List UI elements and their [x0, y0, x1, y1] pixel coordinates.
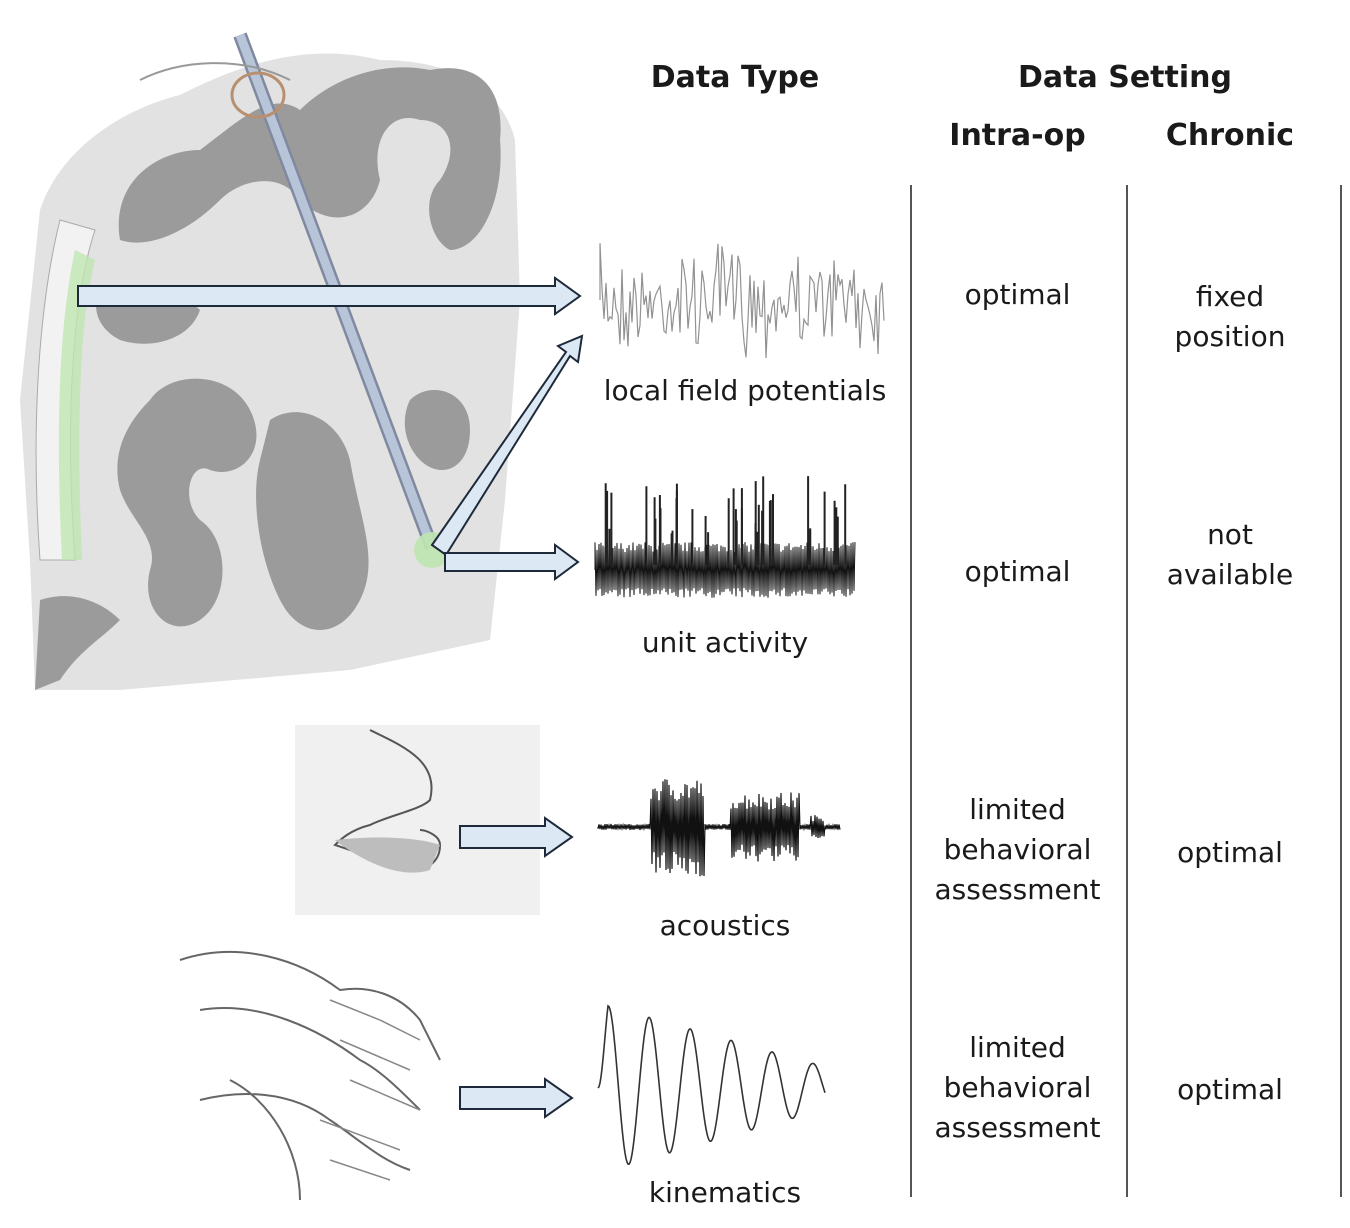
- column-divider: [910, 185, 912, 1197]
- mouth-illustration: [295, 725, 540, 915]
- header-intra-op: Intra-op: [949, 118, 1086, 153]
- lfp-trace: [599, 243, 885, 359]
- cell-chronic-unit: not available: [1166, 518, 1294, 591]
- header-data-type: Data Type: [650, 60, 820, 95]
- cell-chronic-lfp: fixed position: [1174, 280, 1286, 353]
- column-divider: [1126, 185, 1128, 1197]
- hands-illustration: [179, 950, 441, 1201]
- brain-section-illustration: [20, 32, 520, 691]
- header-chronic: Chronic: [1165, 118, 1295, 153]
- cell-intra-op-lfp: optimal: [964, 278, 1071, 311]
- cell-intra-op-kinematics: limited behavioral assessment: [934, 1031, 1101, 1144]
- cell-intra-op-acoustics: limited behavioral assessment: [934, 793, 1101, 906]
- arrow-to-lfp: [77, 276, 582, 316]
- unit-activity-trace: [594, 476, 856, 598]
- caption-local-field-potentials: local field potentials: [603, 374, 887, 407]
- caption-kinematics: kinematics: [648, 1176, 802, 1209]
- acoustics-trace: [597, 779, 841, 877]
- arrow-depth-to-lfp: [430, 334, 584, 557]
- caption-acoustics: acoustics: [659, 909, 791, 942]
- cell-chronic-kinematics: optimal: [1177, 1073, 1283, 1106]
- arrow-to-acoustics: [459, 816, 574, 858]
- kinematics-trace: [597, 1004, 826, 1166]
- header-data-setting: Data Setting: [1018, 60, 1232, 95]
- column-divider: [1340, 185, 1342, 1197]
- arrow-to-unit: [444, 543, 580, 581]
- cell-chronic-acoustics: optimal: [1177, 836, 1283, 869]
- cell-intra-op-unit: optimal: [964, 555, 1071, 588]
- caption-unit-activity: unit activity: [641, 626, 809, 659]
- arrow-to-kinematics: [459, 1077, 574, 1119]
